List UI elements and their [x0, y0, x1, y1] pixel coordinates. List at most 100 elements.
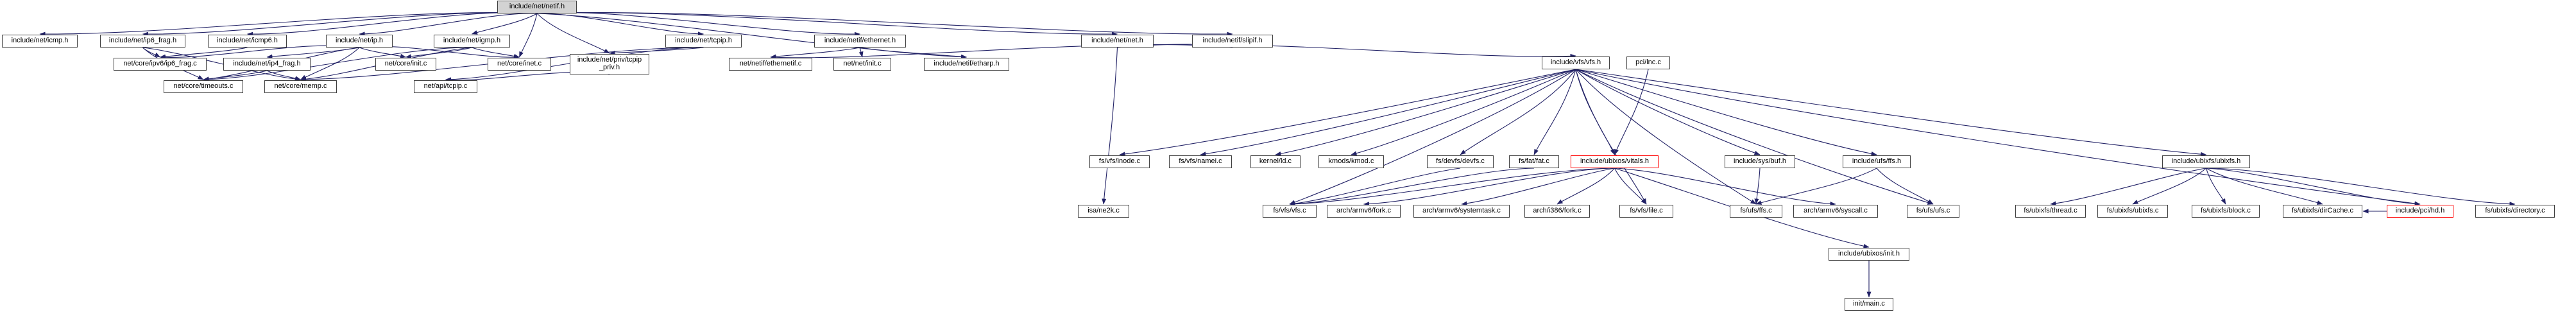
graph-edge — [1614, 168, 1647, 205]
graph-node[interactable]: include/ubixfs/ubixfs.h — [2162, 155, 2250, 168]
graph-node[interactable]: fs/devfs/devfs.c — [1427, 155, 1494, 168]
graph-node[interactable]: fs/fat/fat.c — [1509, 155, 1559, 168]
graph-node[interactable]: include/net/igmp.h — [434, 35, 510, 48]
graph-node[interactable]: include/netif/slipif.h — [1192, 35, 1273, 48]
graph-node[interactable]: fs/ubixfs/directory.c — [2475, 205, 2555, 218]
graph-edge — [1614, 168, 1836, 207]
graph-node[interactable]: include/net/icmp.h — [2, 35, 78, 48]
graph-node[interactable]: net/core/init.c — [375, 58, 436, 71]
graph-node[interactable]: include/net/ip.h — [326, 35, 393, 48]
graph-edge — [142, 12, 538, 37]
graph-edge — [1200, 69, 1576, 157]
graph-edge — [1363, 168, 1615, 207]
graph-node[interactable]: fs/ubixfs/block.c — [2192, 205, 2260, 218]
graph-node[interactable]: fs/ubixfs/ubixfs.c — [2097, 205, 2168, 218]
graph-node[interactable]: include/net/tcpip.h — [665, 35, 742, 48]
graph-edge — [359, 47, 406, 58]
graph-node[interactable]: arch/armv6/systemtask.c — [1413, 205, 1510, 218]
graph-node[interactable]: include/ufs/ffs.h — [1843, 155, 1911, 168]
graph-edge — [1876, 168, 1934, 205]
graph-node[interactable]: fs/ubixfs/dirCache.c — [2283, 205, 2362, 218]
graph-edge — [1117, 44, 1576, 58]
graph-edge — [1754, 168, 1761, 205]
graph-node[interactable]: fs/vfs/namei.c — [1169, 155, 1232, 168]
graph-edge — [2206, 168, 2516, 207]
graph-node[interactable]: include/net/ip6_frag.h — [100, 35, 185, 48]
graph-node[interactable]: kernel/ld.c — [1250, 155, 1301, 168]
graph-node[interactable]: net/core/inet.c — [488, 58, 551, 71]
graph-node[interactable]: arch/armv6/syscall.c — [1793, 205, 1878, 218]
graph-edge — [1557, 168, 1615, 205]
graph-edge — [1533, 69, 1576, 155]
graph-node[interactable]: fs/ufs/ffs.c — [1730, 205, 1782, 218]
graph-edge — [1289, 168, 1461, 206]
graph-node[interactable]: include/sys/buf.h — [1725, 155, 1795, 168]
graph-node[interactable]: include/vfs/vfs.h — [1542, 56, 1610, 69]
graph-edge — [1289, 168, 1615, 207]
graph-edge — [39, 12, 538, 37]
graph-node[interactable]: init/main.c — [1845, 298, 1893, 311]
graph-node[interactable]: fs/ubixfs/thread.c — [2015, 205, 2086, 218]
graph-edge — [1460, 69, 1576, 155]
graph-node[interactable]: net/api/tcpip.c — [414, 80, 477, 93]
graph-node[interactable]: include/net/icmp6.h — [208, 35, 287, 48]
graph-edge — [142, 47, 301, 82]
graph-edge — [860, 47, 967, 59]
graph-edge — [1289, 168, 1535, 207]
graph-edge — [770, 44, 1233, 60]
graph-edge — [1119, 69, 1576, 157]
graph-edge — [1351, 69, 1576, 156]
graph-edge — [1575, 69, 1647, 205]
graph-node[interactable]: net/core/memp.c — [264, 80, 337, 93]
graph-node[interactable]: include/pci/hd.h — [2387, 205, 2453, 218]
graph-edge — [1575, 69, 1616, 155]
graph-node[interactable]: isa/ne2k.c — [1078, 205, 1129, 218]
graph-node[interactable]: fs/vfs/inode.c — [1089, 155, 1150, 168]
graph-edge — [266, 70, 301, 81]
graph-edge — [359, 13, 538, 37]
graph-node[interactable]: include/net/priv/tcpip _priv.h — [570, 54, 649, 74]
graph-edge — [266, 47, 360, 59]
graph-edge — [1755, 168, 1877, 205]
graph-node[interactable]: net/core/ipv6/ip6_frag.c — [114, 58, 207, 71]
graph-edge — [1575, 69, 1934, 205]
edge-paths — [39, 12, 2516, 298]
graph-edge — [1575, 69, 1757, 205]
graph-edge — [1575, 69, 2206, 157]
graph-edge — [2206, 168, 2421, 206]
graph-edge — [472, 13, 538, 35]
graph-node[interactable]: include/net/netif.h — [497, 1, 577, 13]
graph-node[interactable]: net/net/init.c — [833, 58, 891, 71]
graph-node[interactable]: fs/vfs/vfs.c — [1263, 205, 1317, 218]
graph-edge — [536, 12, 860, 37]
graph-edge — [203, 47, 472, 82]
graph-edge — [1275, 69, 1576, 156]
graph-node[interactable]: arch/i386/fork.c — [1524, 205, 1590, 218]
graph-edge — [518, 13, 538, 58]
graph-node[interactable]: include/net/net.h — [1081, 35, 1154, 48]
graph-edge — [2205, 168, 2226, 205]
graph-node[interactable]: include/ubixos/init.h — [1829, 248, 1909, 261]
graph-edge — [1575, 69, 1877, 156]
graph-node[interactable]: include/netif/ethernet.h — [814, 35, 906, 48]
graph-edge — [1102, 47, 1118, 205]
graph-node[interactable]: pci/lnc.c — [1626, 56, 1670, 69]
graph-node[interactable]: fs/vfs/file.c — [1619, 205, 1673, 218]
graph-edge — [609, 47, 704, 55]
graph-node[interactable]: net/netif/ethernetif.c — [729, 58, 812, 71]
graph-edge — [160, 47, 248, 59]
graph-edge — [1575, 69, 1761, 155]
graph-edge — [472, 47, 520, 58]
graph-edge — [536, 12, 1118, 37]
graph-node[interactable]: net/core/timeouts.c — [164, 80, 243, 93]
graph-node[interactable]: fs/ufs/ufs.c — [1907, 205, 1959, 218]
graph-node[interactable]: kmods/kmod.c — [1318, 155, 1384, 168]
graph-edge — [203, 70, 268, 82]
graph-edge — [1461, 168, 1615, 206]
graph-node[interactable]: include/ubixos/vitals.h — [1571, 155, 1659, 168]
graph-node[interactable]: arch/armv6/fork.c — [1327, 205, 1401, 218]
graph-node[interactable]: include/netif/etharp.h — [924, 58, 1009, 71]
graph-node[interactable]: include/net/ip4_frag.h — [223, 58, 311, 71]
